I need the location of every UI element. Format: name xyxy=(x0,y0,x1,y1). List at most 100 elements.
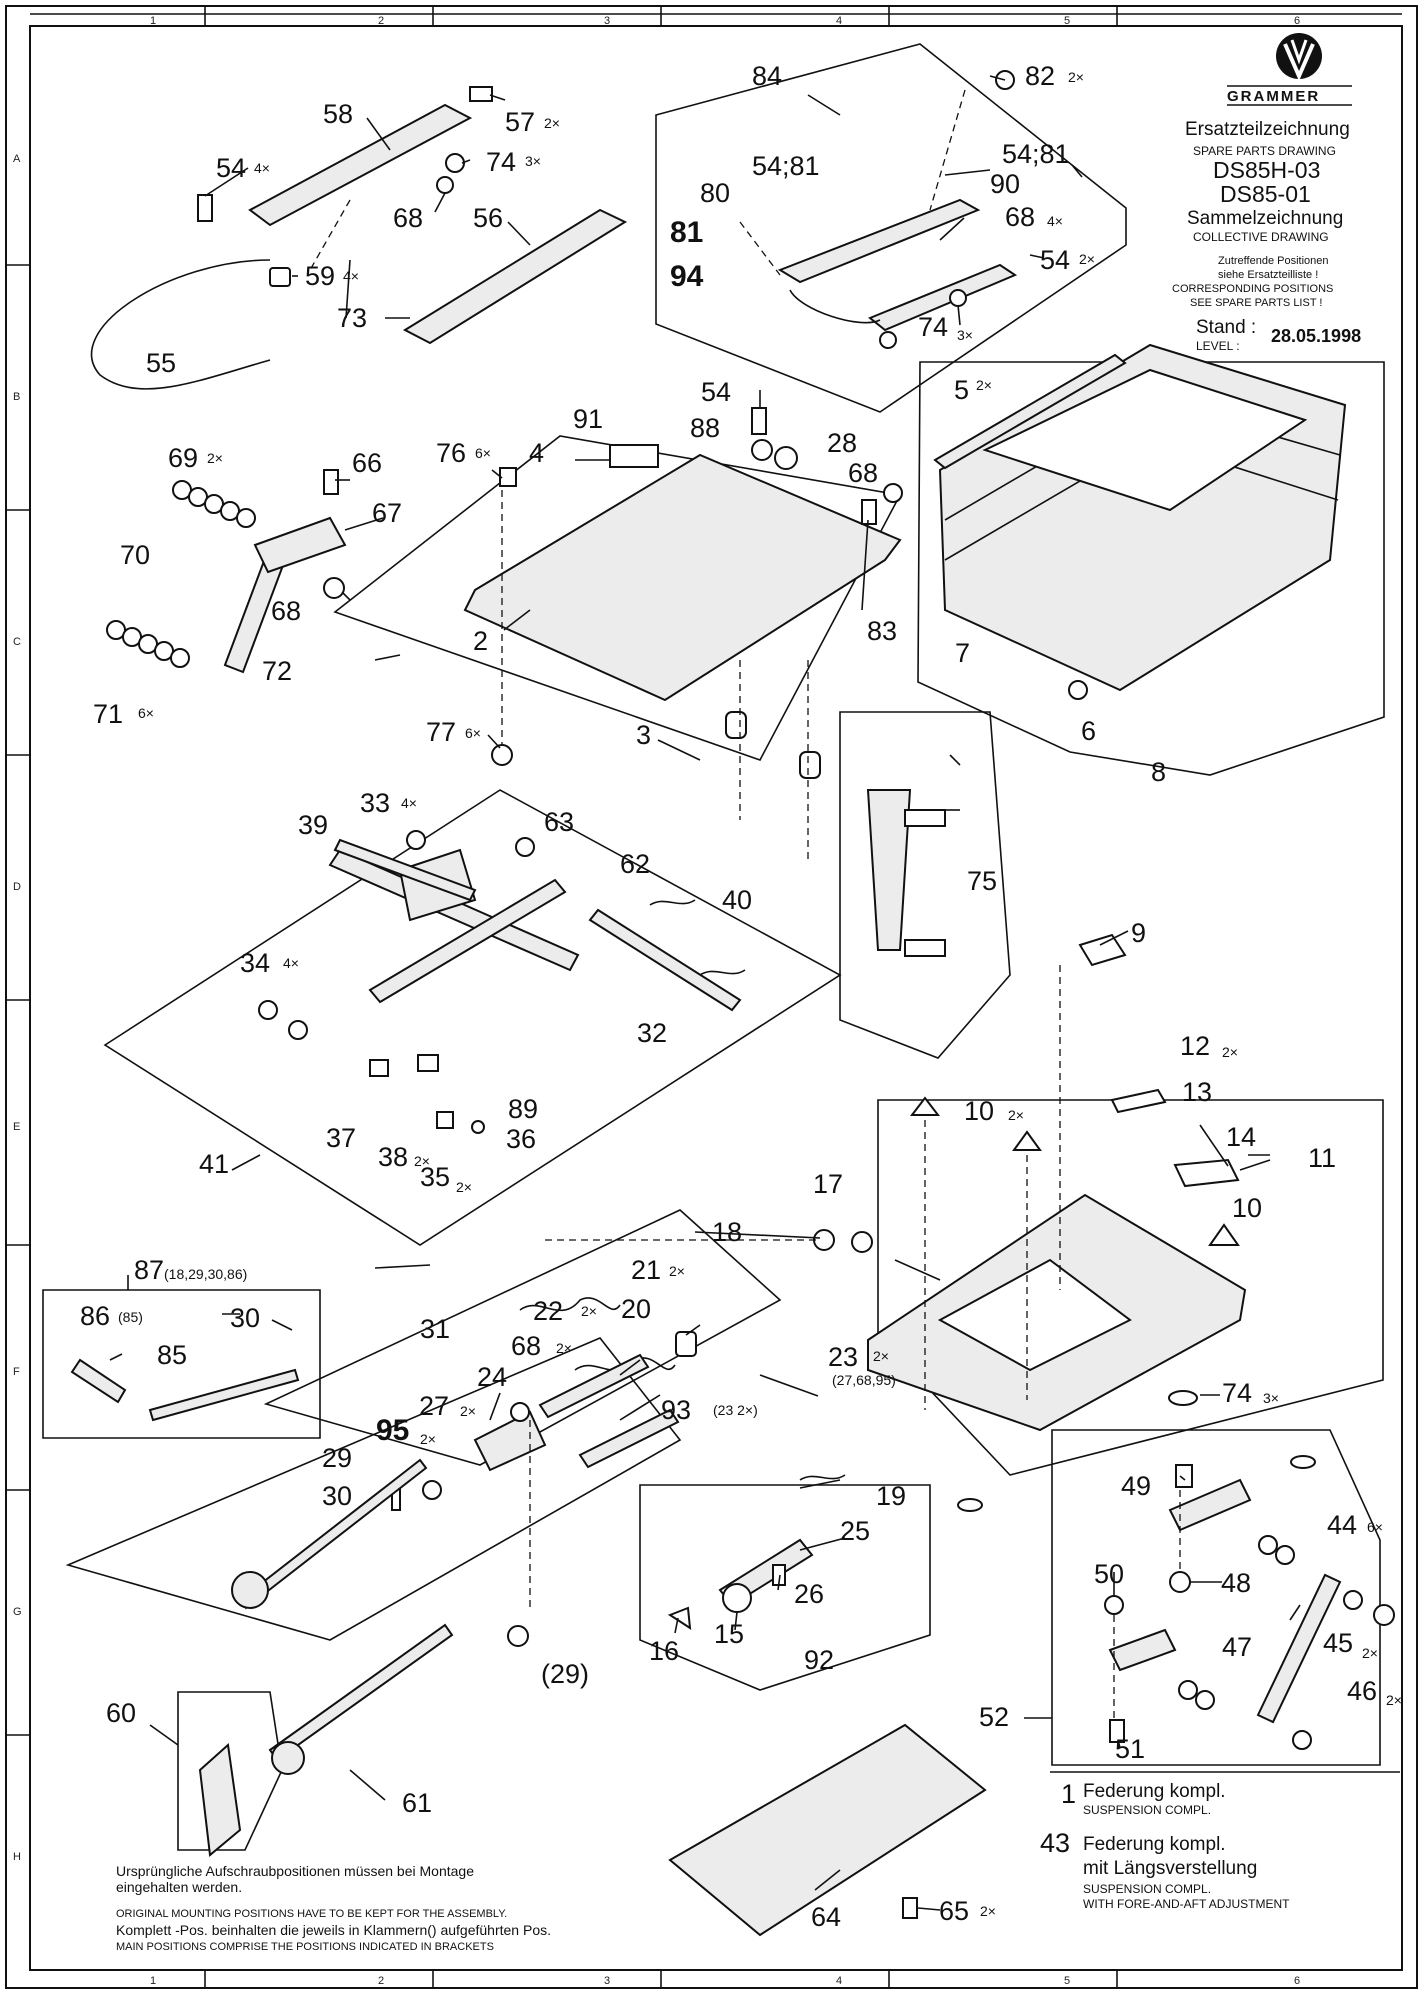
callout-76-qty: 6× xyxy=(475,445,491,461)
shaft-61 xyxy=(268,1623,454,1762)
nut-48 xyxy=(1169,1571,1191,1593)
ref-en-1: CORRESPONDING POSITIONS xyxy=(1172,283,1333,295)
screw-54a xyxy=(197,194,213,222)
bracket-52-upper xyxy=(1168,1478,1252,1532)
grid-col-4-bottom: 4 xyxy=(836,1975,842,1987)
title-de: Ersatzteilzeichnung xyxy=(1185,119,1350,140)
callout-74-base-qty: 3× xyxy=(1263,1390,1279,1406)
callout-21: 21 xyxy=(631,1255,661,1285)
callout-28: 28 xyxy=(827,428,857,458)
bush-95 xyxy=(422,1480,442,1500)
callout-33-qty: 4× xyxy=(401,795,417,811)
callout-12-qty: 2× xyxy=(1222,1044,1238,1060)
nut-74a xyxy=(445,153,465,173)
nut-50 xyxy=(1104,1595,1124,1615)
callout-18: 18 xyxy=(712,1217,742,1247)
callout-73: 73 xyxy=(337,303,367,333)
ring-44a xyxy=(1258,1535,1278,1555)
bush-27 xyxy=(510,1402,530,1422)
callout-71-qty: 6× xyxy=(138,705,154,721)
bush-71-5 xyxy=(170,648,190,668)
callout-88: 88 xyxy=(690,413,720,443)
callout-82: 82 xyxy=(1025,61,1055,91)
callout-21-qty: 2× xyxy=(669,1263,685,1279)
callout-59: 59 xyxy=(305,261,335,291)
screw-49 xyxy=(1175,1464,1193,1488)
callout-50: 50 xyxy=(1094,1559,1124,1589)
grid-col-6: 6 xyxy=(1294,15,1300,27)
rod-93 xyxy=(578,1408,680,1469)
legend-1-en: SUSPENSION COMPL. xyxy=(1083,1803,1211,1817)
callout-23: 23 xyxy=(828,1342,858,1372)
callout-34-qty: 4× xyxy=(283,955,299,971)
rod-22 xyxy=(538,1353,650,1419)
callout-86: 86 xyxy=(80,1301,110,1331)
screw-66 xyxy=(323,469,339,495)
callout-3: 3 xyxy=(636,720,651,750)
callout-75: 75 xyxy=(967,866,997,896)
callout-2: 2 xyxy=(473,626,488,656)
callout-23-qty: 2× xyxy=(873,1348,889,1364)
callout-74-base: 74 xyxy=(1222,1378,1252,1408)
plate-89 xyxy=(417,1054,439,1072)
grid-col-5: 5 xyxy=(1064,15,1070,27)
group-87-outline xyxy=(42,1289,321,1439)
callout-22-qty: 2× xyxy=(581,1303,597,1319)
callout-32: 32 xyxy=(637,1018,667,1048)
callout-68-damper: 68 xyxy=(271,596,301,626)
callout-67: 67 xyxy=(372,498,402,528)
callout-33: 33 xyxy=(360,788,390,818)
callout-30-87: 30 xyxy=(230,1303,260,1333)
callout-35-qty: 2× xyxy=(456,1179,472,1195)
callout-69: 69 xyxy=(168,443,198,473)
washer-74c xyxy=(1168,1390,1198,1406)
grid-row-h: H xyxy=(13,1851,21,1863)
callout-80: 80 xyxy=(700,178,730,208)
callout-40: 40 xyxy=(722,885,752,915)
pad-75a xyxy=(904,809,946,827)
callout-38: 38 xyxy=(378,1142,408,1172)
callout-57: 57 xyxy=(505,107,535,137)
knob-61 xyxy=(271,1741,305,1775)
callout-13: 13 xyxy=(1182,1077,1212,1107)
callout-90: 90 xyxy=(990,169,1020,199)
callout-54-81-right: 54;81 xyxy=(1002,139,1070,169)
grid-row-b: B xyxy=(13,391,20,403)
group-lever-outline xyxy=(65,1337,682,1641)
callout-20: 20 xyxy=(621,1294,651,1324)
bracket-52-lower xyxy=(1108,1628,1177,1672)
callout-68-84: 68 xyxy=(1005,202,1035,232)
callout-64: 64 xyxy=(811,1902,841,1932)
callout-14: 14 xyxy=(1226,1122,1256,1152)
callout-89: 89 xyxy=(508,1094,538,1124)
group-84-outline xyxy=(655,43,1127,413)
drawing-date: 28.05.1998 xyxy=(1271,326,1361,346)
callout-16: 16 xyxy=(649,1636,679,1666)
nut-74b xyxy=(949,289,967,307)
legend-43-number: 43 xyxy=(1040,1828,1070,1858)
callout-66: 66 xyxy=(352,448,382,478)
callout-39: 39 xyxy=(298,810,328,840)
callout-27-qty: 2× xyxy=(460,1403,476,1419)
screw-76 xyxy=(499,467,517,487)
strip-5 xyxy=(933,353,1127,470)
ring-45 xyxy=(1343,1590,1363,1610)
scissor-arm-2 xyxy=(368,878,567,1004)
callout-54-84: 54 xyxy=(1040,245,1070,275)
cone-10b xyxy=(1012,1130,1042,1151)
ring-lower-3 xyxy=(1292,1730,1312,1750)
washer-extra xyxy=(1290,1455,1316,1469)
parts xyxy=(70,70,1395,1937)
bracket-9 xyxy=(1078,933,1127,967)
callout-74-qty: 3× xyxy=(525,153,541,169)
plate-13 xyxy=(1110,1088,1167,1114)
callout-29: 29 xyxy=(322,1443,352,1473)
note-en-1: ORIGINAL MOUNTING POSITIONS HAVE TO BE K… xyxy=(116,1908,507,1920)
callout-52: 52 xyxy=(979,1702,1009,1732)
model-code-1: DS85H-03 xyxy=(1213,157,1320,183)
buffer-3a xyxy=(725,711,747,739)
group-31-outline xyxy=(263,1209,782,1466)
handle-60 xyxy=(198,1743,242,1857)
ring-lower-2 xyxy=(1195,1690,1215,1710)
grid-row-d: D xyxy=(13,881,21,893)
